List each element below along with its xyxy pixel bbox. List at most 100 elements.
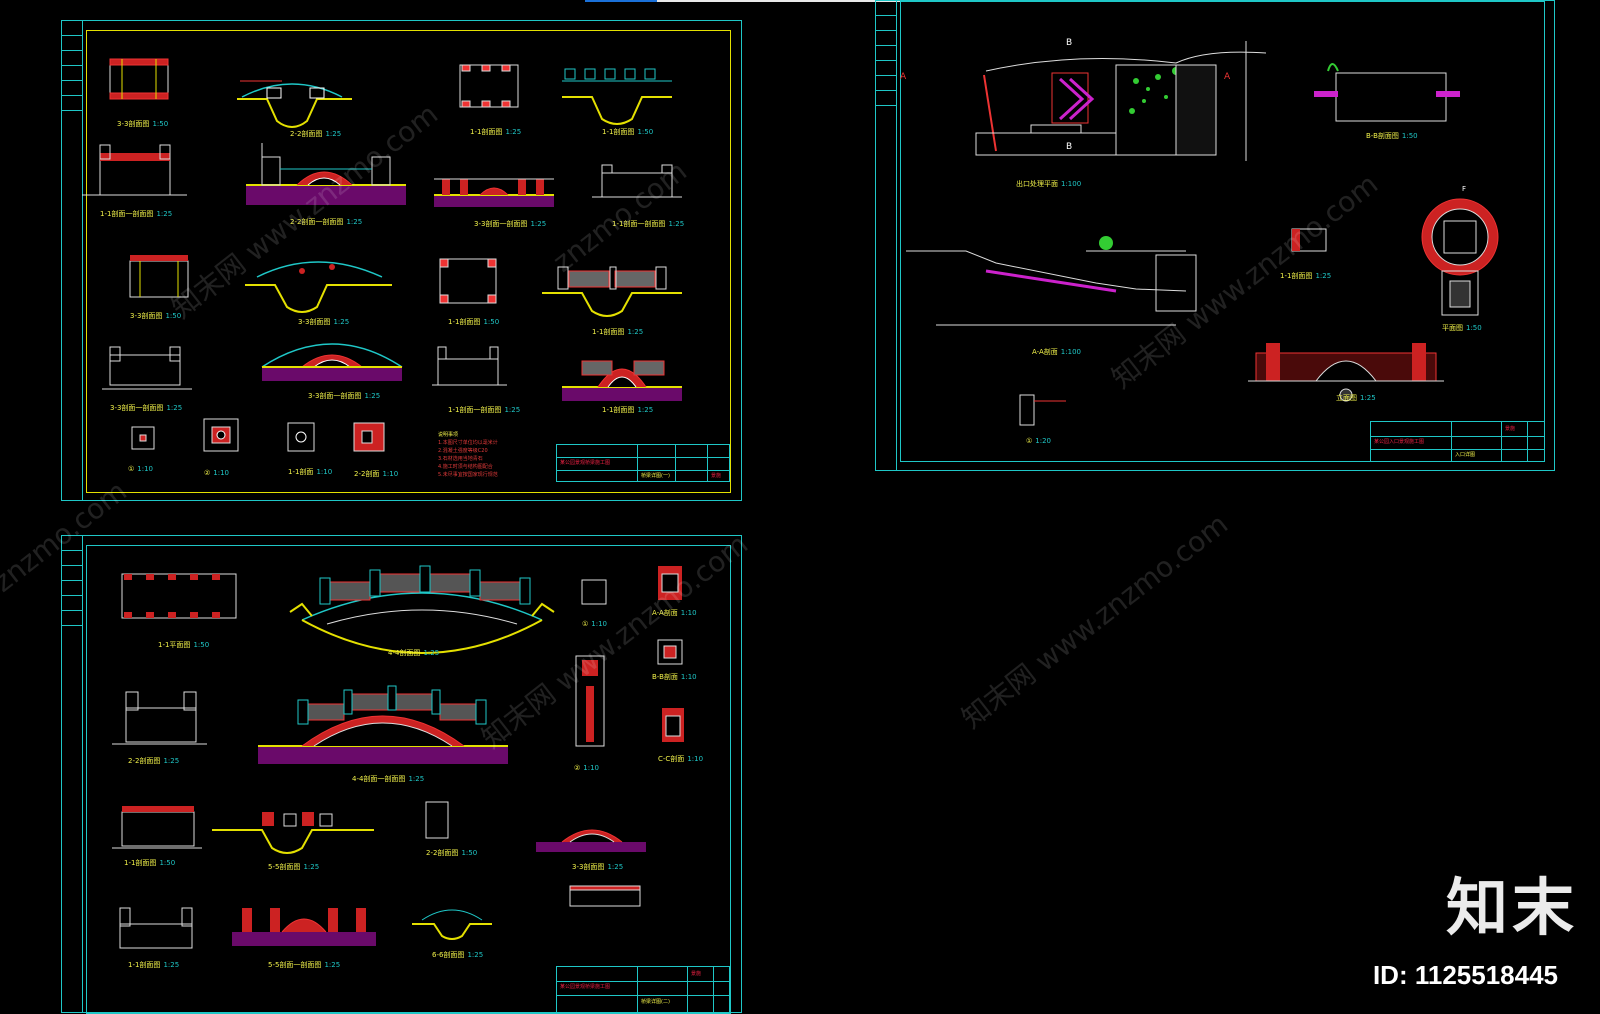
title-block[interactable]: 某公园入口景观施工图 入口详图 景施 [1370, 421, 1545, 462]
title-block[interactable]: 某公园景观桥梁施工图 桥梁详图(二) 景施 [556, 966, 730, 1014]
detail-square-3 [287, 422, 315, 452]
elevation-small-5 [112, 691, 207, 745]
sheet-inner-frame [86, 30, 731, 493]
bridge-elevation-arch-1 [246, 143, 406, 205]
notes-block: 说明事项 1.本图尺寸单位均以毫米计 2.混凝土强度等级C20 3.石材选用当地… [438, 432, 498, 478]
svg-text:F: F [1462, 185, 1466, 193]
bridge-elevation-railing-4 [232, 908, 376, 946]
svg-text:A: A [1224, 72, 1231, 82]
sheet-1-drawings [82, 58, 682, 452]
elevation-small-3 [102, 346, 192, 390]
plan-bridge-3 [121, 573, 237, 619]
round-plan [1421, 198, 1499, 316]
plan-small-3 [129, 255, 189, 298]
title-block-code: 景施 [1505, 426, 1516, 432]
sheet-binding-strip [62, 536, 83, 1012]
bridge-section-railing-3 [212, 812, 374, 854]
title-block-code: 景施 [691, 971, 702, 977]
elevation-small-7 [119, 907, 193, 949]
title-block-project: 某公园景观桥梁施工图 [560, 460, 611, 466]
pillar-detail-large [575, 655, 605, 747]
plan-small-2 [459, 64, 519, 108]
pillar-detail-c [662, 708, 684, 742]
big-bridge-elevation-2 [258, 685, 508, 764]
detail-square-2 [203, 418, 239, 452]
plan-small-4 [439, 258, 497, 304]
aa-section [906, 236, 1197, 326]
asset-id-label: ID: 1125518445 [1372, 960, 1558, 990]
detail-circle-1 [1019, 394, 1066, 426]
top-scroll-bar[interactable] [657, 0, 943, 2]
title-block-sheet: 入口详图 [1455, 452, 1476, 458]
bridge-elevation-castle-1 [434, 178, 554, 207]
detail-square-a [581, 579, 607, 605]
detail-pillar-b [657, 639, 683, 665]
title-block[interactable]: 某公园景观桥梁施工图 桥梁详图(一) 景施 [556, 444, 730, 482]
front-elevation [1248, 343, 1444, 402]
elevation-small-2 [592, 164, 682, 198]
small-arch-d [536, 829, 646, 852]
brand-logo-text: 知末 [1445, 871, 1578, 944]
small-plan-e [569, 885, 641, 907]
watermark-5: 知末网 www.znzmo.com [955, 507, 1235, 736]
bb-section [1314, 63, 1460, 122]
sheet-binding-strip [62, 21, 83, 500]
top-accent-bar [585, 0, 657, 2]
bridge-section-arch-2 [245, 261, 392, 313]
detail-square-1 [131, 426, 155, 450]
small-section-e [412, 909, 492, 940]
svg-text:A: A [900, 72, 907, 82]
bridge-section-castle-1 [562, 68, 672, 125]
title-block-project: 某公园景观桥梁施工图 [560, 984, 611, 990]
bridge-elevation-railing-1 [542, 266, 682, 317]
detail-1-1 [1291, 228, 1327, 252]
svg-text:B: B [1066, 142, 1072, 152]
sheet-3-drawings [112, 565, 684, 949]
title-block-project: 某公园入口景观施工图 [1374, 439, 1425, 445]
bridge-elevation-railing-2 [562, 360, 682, 401]
title-block-sheet: 桥梁详图(一) [641, 473, 670, 479]
title-block-sheet: 桥梁详图(二) [641, 999, 670, 1005]
sheet-inner-frame [900, 1, 1545, 462]
detail-square-4 [353, 422, 385, 452]
sheet-binding-strip [876, 1, 897, 470]
sheet-2-drawings: A A B B F [900, 38, 1499, 426]
